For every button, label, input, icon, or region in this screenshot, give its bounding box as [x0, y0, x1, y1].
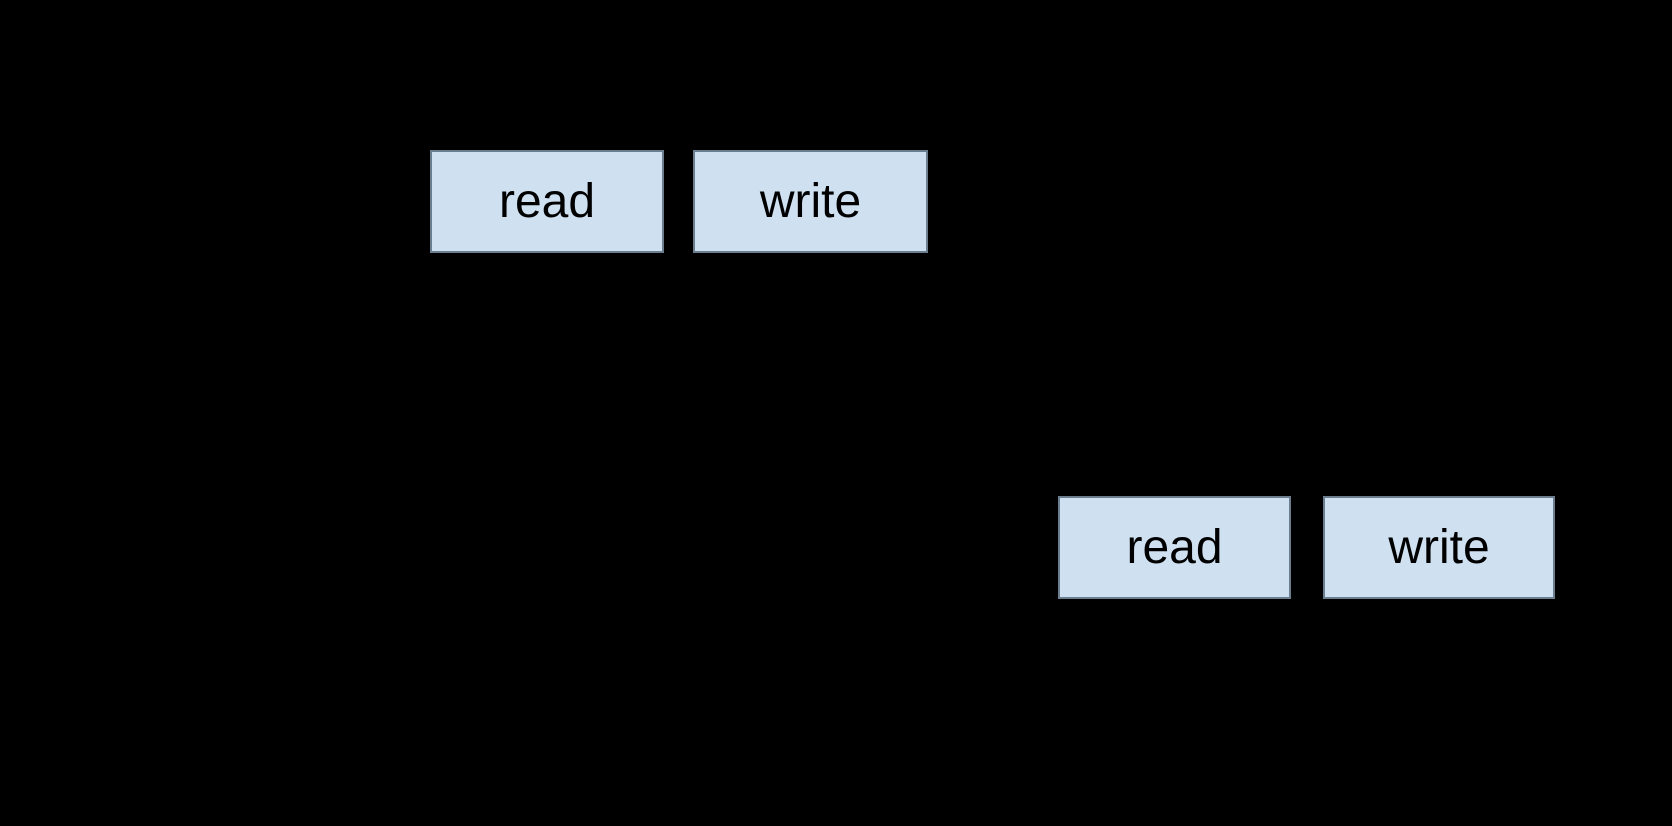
write-box-bottom-label: write: [1388, 520, 1490, 574]
write-box-top: write: [693, 150, 928, 253]
read-box-bottom-label: read: [1126, 520, 1223, 574]
read-box-top-label: read: [498, 174, 596, 228]
read-box-top: read: [430, 150, 664, 253]
write-box-bottom: write: [1323, 496, 1555, 599]
write-box-top-label: write: [759, 174, 862, 228]
read-box-bottom: read: [1058, 496, 1291, 599]
